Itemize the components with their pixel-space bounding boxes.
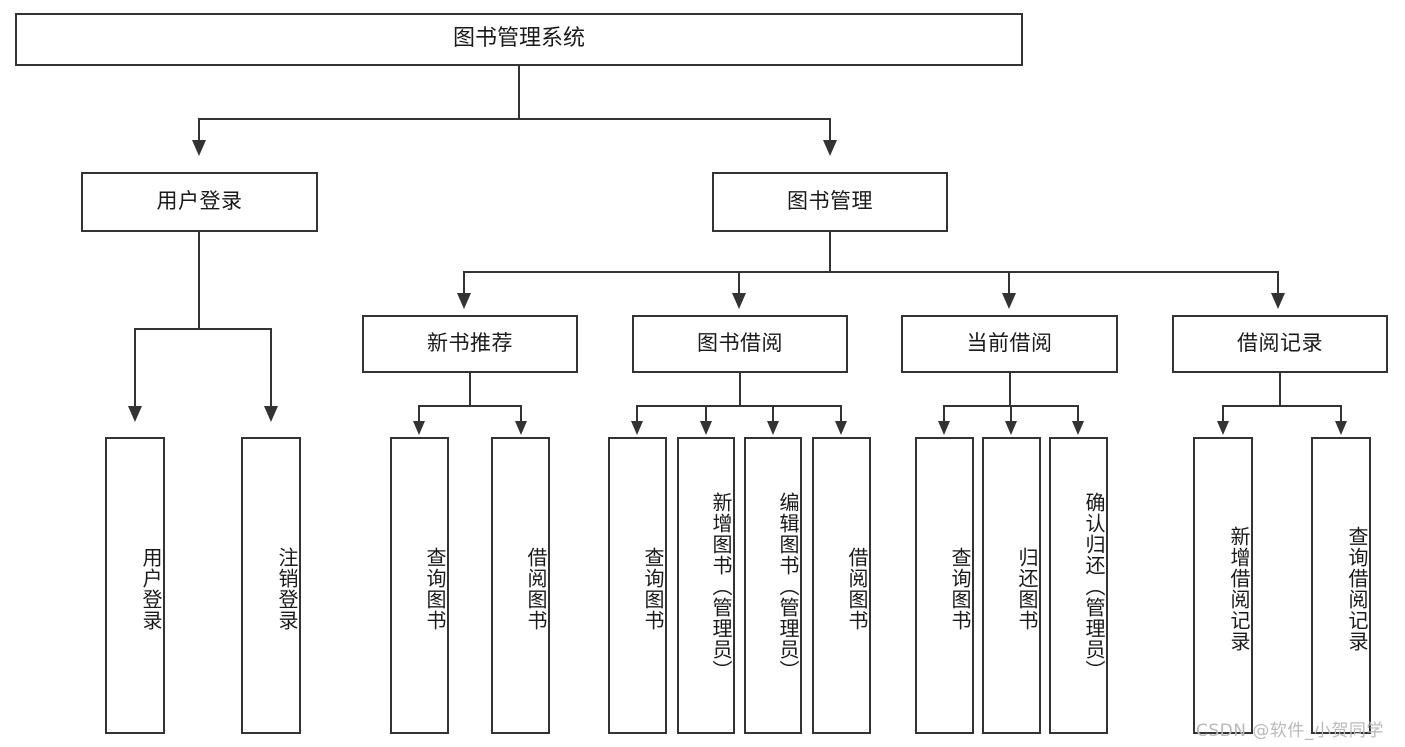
connector-book-management-stem [829, 232, 831, 272]
arrow-to-leaf-query-book-2 [631, 421, 643, 435]
connector-bookborrow-drop-1 [636, 405, 638, 423]
connector-borrowrecord-drop-2 [1340, 405, 1342, 423]
connector-bookborrow-stem [739, 373, 741, 406]
node-user-login[interactable]: 用户登录 [81, 172, 318, 232]
arrow-to-leaf-borrow-book-2 [835, 421, 847, 435]
arrow-to-book-management [823, 140, 837, 156]
node-label: 查询图书 [948, 546, 972, 631]
node-label: 借阅图书 [524, 546, 548, 631]
arrow-to-book-borrow [732, 293, 746, 309]
connector-level3-drop-3 [1008, 271, 1010, 295]
leaf-user-login[interactable]: 用户登录 [105, 437, 165, 734]
leaf-logout[interactable]: 注销登录 [241, 437, 301, 734]
connector-user-login-drop-1 [134, 328, 136, 408]
node-label: 借阅图书 [845, 546, 869, 631]
leaf-query-book-recommend[interactable]: 查询图书 [390, 437, 449, 734]
connector-level3-drop-2 [738, 271, 740, 295]
node-label: 查询图书 [423, 546, 447, 631]
csdn-watermark: CSDN @软件_小贺同学 [1196, 721, 1384, 741]
node-label: 新增图书（管理员） [709, 492, 733, 681]
arrow-to-leaf-query-book-1 [413, 421, 425, 435]
arrow-to-borrow-record [1271, 293, 1285, 309]
node-label: 新增借阅记录 [1227, 525, 1251, 652]
node-label: 借阅记录 [1237, 331, 1323, 356]
connector-level2-bus [198, 118, 831, 120]
node-new-book-recommend[interactable]: 新书推荐 [362, 315, 578, 373]
node-label: 用户登录 [139, 546, 163, 631]
connector-user-login-drop-2 [270, 328, 272, 408]
connector-bookborrow-drop-4 [840, 405, 842, 423]
connector-currentborrow-drop-2 [1010, 405, 1012, 423]
connector-root-stem [518, 66, 520, 119]
connector-recommend-drop-2 [520, 405, 522, 423]
leaf-confirm-return-admin[interactable]: 确认归还（管理员） [1049, 437, 1108, 734]
node-label: 用户登录 [156, 189, 243, 214]
arrow-to-leaf-query-record [1335, 421, 1347, 435]
connector-level2-drop-right [829, 118, 831, 143]
node-label: 编辑图书（管理员） [776, 492, 800, 681]
connector-currentborrow-stem [1009, 373, 1011, 406]
arrow-to-leaf-query-book-3 [938, 421, 950, 435]
arrow-to-leaf-edit-book [767, 421, 779, 435]
connector-borrowrecord-drop-1 [1222, 405, 1224, 423]
node-label: 确认归还（管理员） [1082, 492, 1106, 681]
connector-borrowrecord-bus [1222, 405, 1342, 407]
arrow-to-leaf-logout [264, 406, 278, 422]
node-current-borrow[interactable]: 当前借阅 [901, 315, 1118, 373]
connector-recommend-drop-1 [418, 405, 420, 423]
arrow-to-user-login [192, 140, 206, 156]
connector-level3-drop-4 [1277, 271, 1279, 295]
node-label: 图书管理 [787, 189, 873, 214]
connector-recommend-bus [418, 405, 522, 407]
node-label: 归还图书 [1015, 546, 1039, 631]
connector-currentborrow-drop-3 [1077, 405, 1079, 423]
arrow-to-leaf-add-book [700, 421, 712, 435]
connector-bookborrow-drop-3 [772, 405, 774, 423]
connector-bookborrow-drop-2 [705, 405, 707, 423]
connector-currentborrow-drop-1 [943, 405, 945, 423]
arrow-to-leaf-confirm-return [1072, 421, 1084, 435]
node-book-borrow[interactable]: 图书借阅 [632, 315, 848, 373]
arrow-to-leaf-borrow-book-1 [515, 421, 527, 435]
arrow-to-leaf-add-record [1217, 421, 1229, 435]
connector-user-login-stem [198, 232, 200, 329]
connector-level3-drop-1 [463, 271, 465, 295]
leaf-edit-book-admin[interactable]: 编辑图书（管理员） [744, 437, 802, 734]
leaf-query-book-current[interactable]: 查询图书 [915, 437, 974, 734]
leaf-return-book[interactable]: 归还图书 [982, 437, 1041, 734]
node-label: 图书管理系统 [452, 26, 585, 52]
node-root-book-management-system[interactable]: 图书管理系统 [15, 13, 1023, 66]
node-label: 当前借阅 [966, 331, 1053, 356]
node-label: 新书推荐 [427, 331, 513, 356]
leaf-add-book-admin[interactable]: 新增图书（管理员） [677, 437, 735, 734]
node-label: 图书借阅 [697, 331, 783, 356]
connector-borrowrecord-stem [1279, 373, 1281, 406]
connector-bookborrow-bus [636, 405, 842, 407]
arrow-to-new-book-recommend [457, 293, 471, 309]
connector-user-login-bus [134, 328, 272, 330]
node-label: 查询借阅记录 [1345, 525, 1369, 652]
leaf-query-book-borrow[interactable]: 查询图书 [608, 437, 667, 734]
arrow-to-leaf-return-book [1005, 421, 1017, 435]
arrow-to-current-borrow [1002, 293, 1016, 309]
connector-recommend-stem [469, 373, 471, 406]
leaf-borrow-book-recommend[interactable]: 借阅图书 [491, 437, 550, 734]
node-label: 注销登录 [275, 546, 299, 631]
connector-level3-bus [463, 271, 1279, 273]
arrow-to-leaf-user-login [128, 406, 142, 422]
leaf-borrow-book[interactable]: 借阅图书 [812, 437, 871, 734]
leaf-query-borrow-record[interactable]: 查询借阅记录 [1311, 437, 1371, 734]
node-label: 查询图书 [641, 546, 665, 631]
node-borrow-record[interactable]: 借阅记录 [1172, 315, 1388, 373]
leaf-add-borrow-record[interactable]: 新增借阅记录 [1193, 437, 1253, 734]
node-book-management[interactable]: 图书管理 [712, 172, 948, 232]
connector-level2-drop-left [198, 118, 200, 143]
